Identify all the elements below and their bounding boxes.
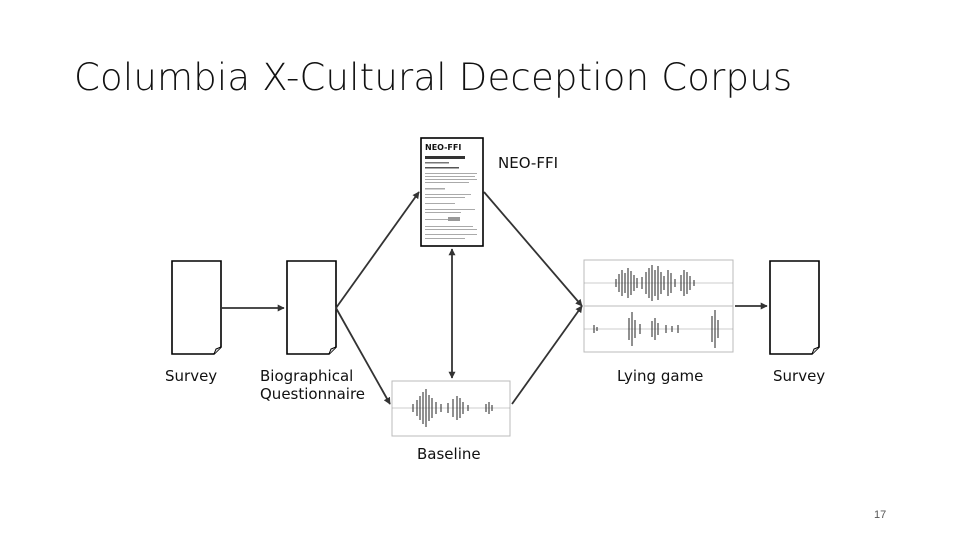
baseline-label: Baseline xyxy=(417,445,481,463)
lying-game-waveform-top xyxy=(615,265,695,301)
neo-ffi-label: NEO-FFI xyxy=(498,154,559,172)
arrow-neo-ffi-to-lying-game xyxy=(483,191,583,307)
survey-left-label: Survey xyxy=(165,367,218,385)
neo-doc-heading: NEO-FFI xyxy=(425,143,461,152)
biographical-questionnaire-label: Biographical Questionnaire xyxy=(260,367,366,403)
neo-ffi-document-icon: NEO-FFI xyxy=(420,137,484,247)
arrow-biographical-to-baseline xyxy=(335,307,391,405)
arrow-baseline-to-lying-game xyxy=(511,305,583,405)
survey-right-label: Survey xyxy=(773,367,826,385)
lying-game-waveform-bottom xyxy=(593,310,719,348)
baseline-waveform xyxy=(412,389,493,427)
page-number: 17 xyxy=(874,509,887,521)
arrow-biographical-to-neo-ffi xyxy=(335,191,420,309)
lying-game-waveform-box xyxy=(583,259,734,353)
baseline-waveform-box xyxy=(391,380,511,437)
slide-title: Columbia X-Cultural Deception Corpus xyxy=(74,56,793,99)
survey-left-document-icon xyxy=(171,260,222,355)
lying-game-label: Lying game xyxy=(617,367,704,385)
biographical-document-icon xyxy=(286,260,337,355)
survey-right-document-icon xyxy=(769,260,820,355)
